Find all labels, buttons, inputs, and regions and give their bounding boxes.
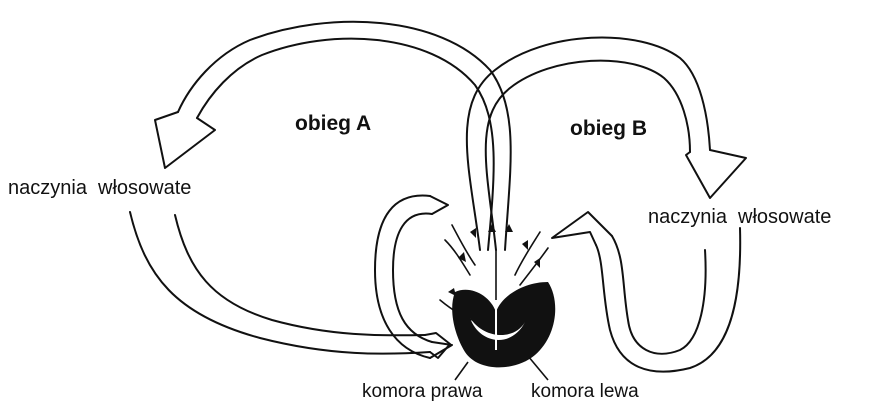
- left-ventricle-pointer: [528, 356, 548, 380]
- right-atrium-loop: [375, 196, 452, 358]
- right-ventricle-pointer: [455, 362, 468, 380]
- capillaries-right-label: naczynia włosowate: [648, 207, 831, 227]
- circuit-a-lower-vessel: [130, 212, 450, 358]
- circuit-a-upper-vessel: [155, 22, 511, 250]
- circuit-b-label: obieg B: [570, 118, 647, 139]
- capillaries-left-label: naczynia włosowate: [8, 178, 191, 198]
- left-ventricle-label: komora lewa: [531, 382, 639, 401]
- right-ventricle-label: komora prawa: [362, 382, 482, 401]
- circuit-b-lower-vessel: [552, 212, 740, 372]
- circuit-a-label: obieg A: [295, 113, 371, 134]
- ventricle-wall: [452, 282, 555, 367]
